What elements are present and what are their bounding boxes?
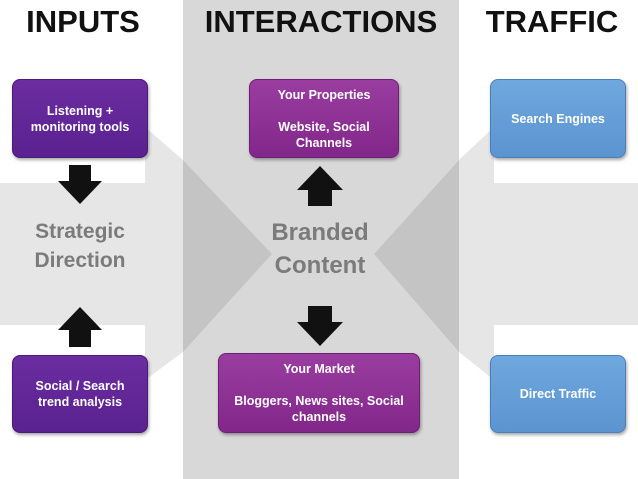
branded-content-label: Branded Content (271, 219, 369, 279)
direct-traffic-label: Direct Traffic (519, 387, 597, 401)
social-line-1: Social / Search (35, 379, 125, 393)
market-detail-1: Bloggers, News sites, Social (234, 394, 404, 408)
heading-interactions: INTERACTIONS (204, 4, 438, 39)
listening-line-2: monitoring tools (30, 119, 130, 134)
direct-traffic-box: Direct Traffic (490, 355, 626, 433)
arrow-up-icon (297, 166, 343, 206)
your-market-box: Your Market Bloggers, News sites, Social… (218, 353, 420, 433)
arrow-up-icon (58, 307, 102, 347)
arrow-down-icon (297, 306, 343, 346)
properties-detail-2: Channels (295, 135, 353, 150)
strategic-direction-label: Strategic Direction (34, 220, 126, 272)
social-search-trend-box: Social / Search trend analysis (12, 355, 148, 433)
listening-monitoring-box: Listening + monitoring tools (12, 79, 148, 158)
right-funnel-shade (374, 160, 459, 352)
listening-line-1: Listening + (46, 103, 114, 118)
heading-inputs: INPUTS (26, 4, 140, 39)
properties-title: Your Properties (277, 87, 371, 102)
your-properties-box: Your Properties Website, Social Channels (249, 79, 399, 158)
properties-detail-1: Website, Social (278, 119, 370, 134)
arrow-down-icon (58, 165, 102, 204)
market-detail-2: channels (291, 410, 347, 424)
market-title: Your Market (283, 362, 355, 376)
search-engines-box: Search Engines (490, 79, 626, 158)
heading-traffic: TRAFFIC (485, 4, 619, 39)
search-engines-label: Search Engines (511, 111, 605, 126)
left-funnel-shade (183, 160, 272, 352)
social-line-2: trend analysis (37, 395, 123, 409)
